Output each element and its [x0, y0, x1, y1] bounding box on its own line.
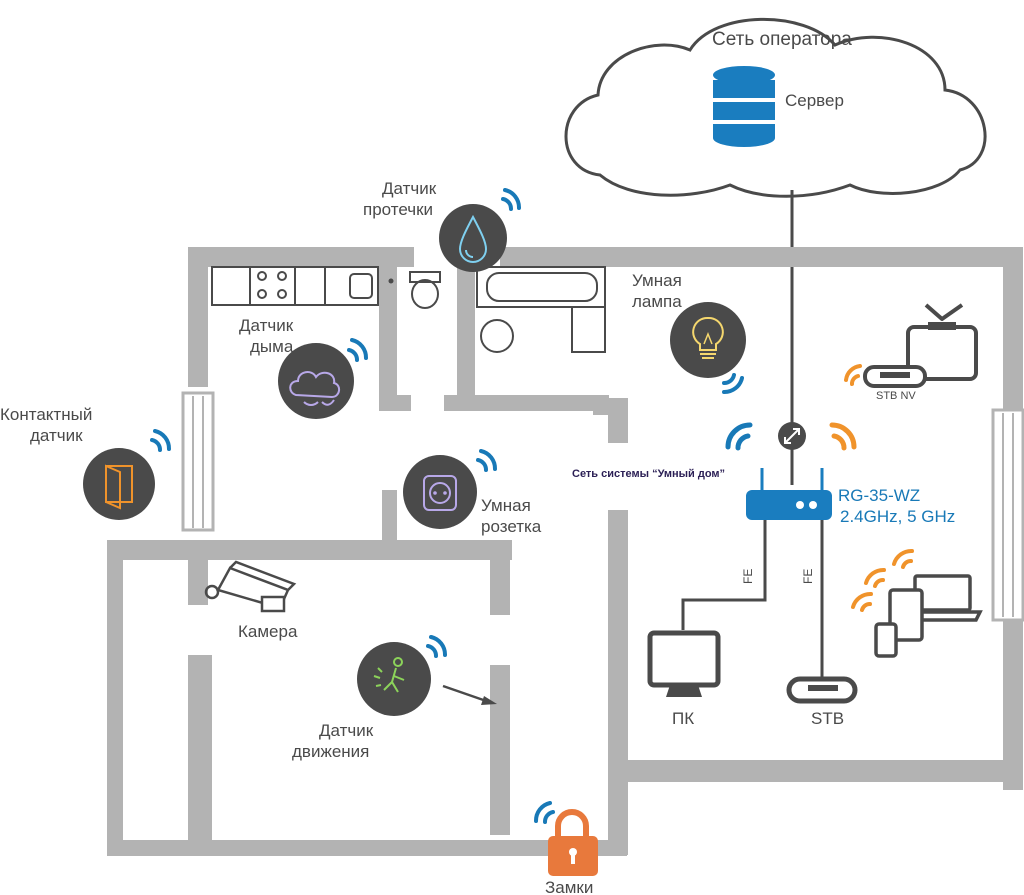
smart-lamp: Умная лампа — [632, 271, 746, 395]
smart-lamp-label-2: лампа — [632, 292, 682, 311]
kitchen-dot — [388, 278, 394, 284]
stb-nv-label: STB NV — [876, 390, 916, 402]
contact-sensor-label-1: Контактный — [0, 405, 92, 424]
leak-sensor: Датчик протечки — [363, 179, 522, 272]
locks-label: Замки — [545, 878, 593, 895]
stb-label: STB — [811, 709, 844, 728]
camera: Камера — [204, 560, 298, 641]
smart-socket-label-2: розетка — [481, 517, 542, 536]
wifi-icon — [347, 338, 369, 362]
router-model: RG-35-WZ — [838, 486, 920, 505]
cloud-shape — [564, 17, 987, 198]
wifi-icon — [501, 188, 522, 211]
leak-sensor-label-2: протечки — [363, 200, 433, 219]
walking-person-icon — [373, 657, 405, 693]
router-bands: 2.4GHz, 5 GHz — [840, 507, 955, 526]
wifi-icon — [851, 549, 914, 612]
smart-socket: Умная розетка — [403, 449, 542, 536]
light-bulb-icon — [692, 316, 724, 351]
wifi-icon — [533, 801, 555, 824]
smart-socket-badge — [403, 455, 477, 529]
network-label: Сеть системы “Умный дом” — [572, 468, 725, 480]
camera-icon — [204, 560, 297, 613]
router-icon — [746, 490, 832, 520]
window-left — [181, 391, 215, 532]
smart-socket-label-1: Умная — [481, 496, 531, 515]
motion-sensor-label-1: Датчик — [319, 721, 374, 740]
wifi-icon — [722, 373, 744, 395]
server-icon — [713, 66, 775, 147]
smoke-sensor-label-2: дыма — [250, 337, 294, 356]
wifi-icon — [476, 449, 498, 472]
phone-icon — [874, 622, 898, 658]
port-fe-left: FE — [741, 569, 755, 584]
motion-sensor-label-2: движения — [292, 742, 369, 761]
cable-to-pc — [681, 520, 767, 630]
wifi-icon — [844, 364, 862, 386]
contact-sensor-label-2: датчик — [30, 426, 83, 445]
wifi-icon — [725, 422, 753, 451]
stb: STB — [786, 676, 858, 728]
socket-icon — [423, 475, 457, 511]
smoke-sensor-label-1: Датчик — [239, 316, 294, 335]
water-drop-icon — [458, 214, 488, 263]
window-right — [991, 408, 1024, 622]
smoke-sensor-badge — [278, 343, 354, 419]
bathtub — [476, 266, 606, 353]
stb-nv: STB NV — [844, 303, 978, 402]
leak-sensor-label-1: Датчик — [382, 179, 437, 198]
router: RG-35-WZ 2.4GHz, 5 GHz — [725, 422, 955, 526]
cloud-title: Сеть оператора — [712, 29, 852, 50]
motion-sensor: Датчик движения — [292, 635, 497, 761]
operator-cloud: Сеть оператора Сервер — [564, 17, 987, 198]
wifi-icon — [426, 635, 448, 658]
pc: ПК — [647, 630, 721, 728]
wifi-icon — [150, 429, 172, 452]
motion-sensor-badge — [357, 642, 431, 716]
padlock-shackle — [555, 809, 589, 838]
motion-arrowhead — [481, 696, 497, 705]
leak-sensor-badge — [439, 204, 507, 272]
kitchen-counter — [211, 266, 379, 306]
smoke-sensor: Датчик дыма — [239, 316, 369, 419]
smart-lamp-label-1: Умная — [632, 271, 682, 290]
smart-lamp-badge — [670, 302, 746, 378]
server-label: Сервер — [785, 91, 844, 110]
camera-label: Камера — [238, 622, 298, 641]
monitor-icon — [647, 630, 721, 688]
smoke-icon — [289, 371, 340, 399]
lock: Замки — [533, 801, 598, 895]
port-fe-right: FE — [801, 569, 815, 584]
wifi-icon — [829, 422, 857, 451]
pc-label: ПК — [672, 709, 694, 728]
mobile-devices — [851, 549, 983, 658]
tablet-icon — [888, 588, 924, 642]
contact-sensor: Контактный датчик — [0, 405, 172, 520]
toilet — [409, 271, 441, 309]
floor-plan-walls — [107, 247, 1023, 856]
